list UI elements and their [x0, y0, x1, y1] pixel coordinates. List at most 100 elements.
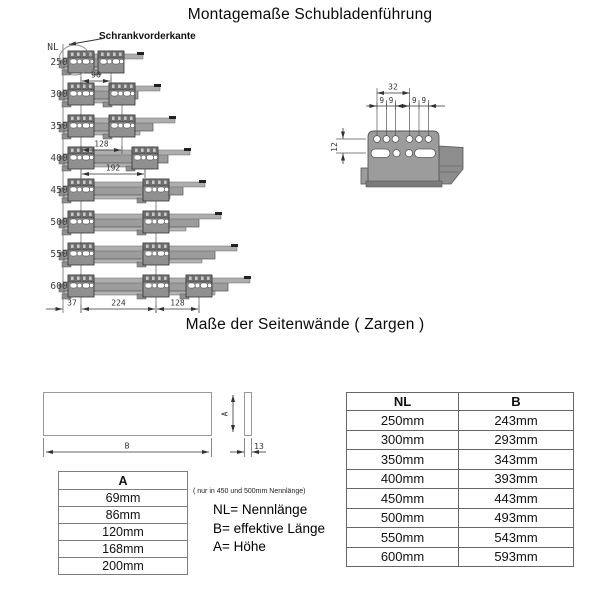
bracket-slot [82, 58, 90, 65]
bracket-notch [89, 180, 92, 184]
bracket-slot [69, 186, 78, 193]
detail-body [360, 130, 464, 188]
bracket-slot [146, 154, 154, 161]
extension-lines [336, 88, 429, 154]
height-table-row: 168mm [58, 540, 188, 558]
dim-32-label: 32 [388, 83, 398, 92]
bracket-notch [158, 276, 161, 280]
dim-12: 12 [330, 128, 345, 164]
b-value-cell: 543mm [458, 527, 574, 548]
bracket-notch [152, 276, 155, 280]
nl-row-label: 450 [50, 185, 67, 196]
bracket-slot [82, 186, 90, 193]
nl-row-label: 400 [50, 153, 67, 164]
bracket-notch [112, 84, 115, 88]
dim-192-label: 192 [106, 164, 121, 173]
bracket-hole [130, 123, 135, 128]
bracket-notch [83, 52, 86, 56]
rail-tip [154, 84, 161, 87]
nl-value-cell: 250mm [346, 410, 459, 431]
bracket-notch [101, 52, 104, 56]
nl-axis-label: NL [47, 42, 59, 53]
slide-row-300 [58, 82, 161, 108]
bracket-notch [124, 84, 127, 88]
legend-a: A= Höhe [213, 539, 266, 554]
bracket-hole [76, 58, 83, 65]
bracket-slot [112, 58, 120, 65]
bracket-notch [77, 148, 80, 152]
b-value-cell: 243mm [458, 410, 574, 431]
nl-value-cell: 450mm [346, 488, 459, 509]
bracket-hole [89, 59, 94, 64]
bracket-slot [82, 250, 90, 257]
nl-value-cell: 400mm [346, 468, 459, 489]
nl-value-cell: 500mm [346, 507, 459, 528]
bracket-notch [164, 180, 167, 184]
bracket-notch [71, 52, 74, 56]
legend-nl: NL= Nennlänge [213, 502, 308, 517]
bracket-hole [89, 123, 94, 128]
bracket-notch [77, 52, 80, 56]
dim-37: 37 [46, 299, 77, 311]
bracket-notch [146, 212, 149, 216]
b-value-cell: 593mm [458, 546, 574, 567]
bracket-hole [106, 58, 113, 65]
bracket-notch [83, 116, 86, 120]
bracket-notch [146, 180, 149, 184]
mounting-bracket [91, 50, 125, 76]
dim-128: 128 [80, 140, 123, 154]
bracket-slot [144, 186, 153, 193]
rail-end [438, 145, 464, 185]
bracket-slot [82, 282, 90, 289]
dim-12-label: 12 [330, 142, 339, 152]
rail-tip [169, 116, 176, 119]
bracket-slot [157, 282, 165, 289]
bracket-slot [157, 186, 165, 193]
bracket-notch [164, 276, 167, 280]
front-cap [58, 123, 65, 133]
slide-row-400 [58, 146, 191, 172]
bracket-notch [146, 276, 149, 280]
bracket-slot [123, 122, 131, 129]
bracket-hole [89, 283, 94, 288]
bracket-hole [151, 250, 158, 257]
nl-row-label: 500 [50, 217, 67, 228]
legend-b: B= effektive Länge [213, 520, 325, 536]
front-edge-leader-arrow [68, 38, 104, 46]
bracket-hole [76, 90, 83, 97]
mounting-bracket [61, 50, 95, 76]
bracket-slot [82, 122, 90, 129]
mounting-bracket [102, 114, 136, 140]
dim-128-label: 128 [94, 140, 109, 149]
slide-row-500 [58, 210, 222, 236]
bottom-lip [365, 180, 443, 188]
dim-13: 13 [230, 438, 266, 457]
slide-row-250 [58, 50, 144, 76]
bracket-notch [89, 212, 92, 216]
slide-row-350 [58, 114, 176, 140]
height-table-row: 86mm [58, 506, 188, 524]
dim-B-label: B [125, 442, 130, 451]
bracket-hole [153, 155, 158, 160]
bracket-notch [77, 276, 80, 280]
bracket-slot [69, 58, 78, 65]
legend: NL= Nennlänge B= effektive Länge A= Höhe [213, 501, 325, 557]
nl-row-label: 550 [50, 249, 67, 260]
bracket-hole [76, 154, 83, 161]
front-cap [58, 283, 65, 293]
bracket-slot [187, 282, 196, 289]
bracket-notch [71, 212, 74, 216]
dim-A-label: A [221, 411, 230, 416]
nl-value-cell: 350mm [346, 449, 459, 470]
mounting-bracket [136, 210, 170, 236]
length-table-header-nl: NL [346, 392, 459, 411]
bracket-slot [69, 250, 78, 257]
dim-192: 192 [80, 164, 146, 178]
bracket-slot [144, 250, 153, 257]
